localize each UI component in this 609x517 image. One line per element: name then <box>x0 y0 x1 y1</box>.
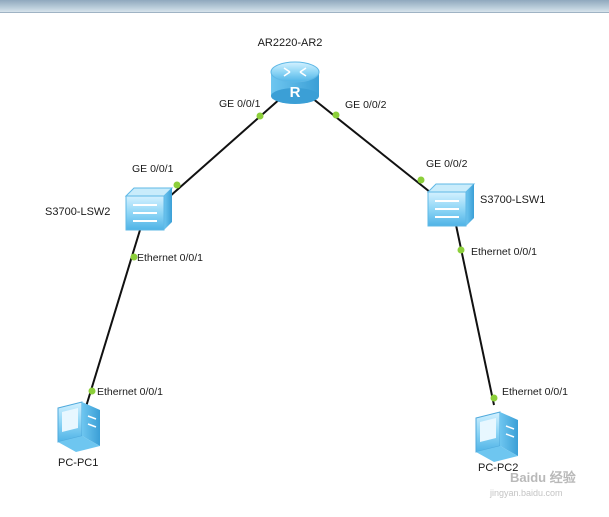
pc-icon <box>57 401 100 452</box>
link-router-lsw2[interactable] <box>159 89 291 206</box>
router-label: AR2220-AR2 <box>258 37 323 49</box>
switch-icon <box>426 183 476 227</box>
port-label-pc2-eth001: Ethernet 0/0/1 <box>502 386 568 398</box>
watermark: Baidu 经验 jingyan.baidu.com <box>489 470 577 498</box>
pc-pc1[interactable]: PC-PC1 <box>57 401 100 469</box>
switch-icon <box>124 187 174 231</box>
switch-label: S3700-LSW1 <box>480 194 545 206</box>
link-router-lsw1[interactable] <box>301 89 441 201</box>
link-lsw2-pc1[interactable] <box>84 229 141 411</box>
port-dot-ar2-ge001 <box>256 112 264 120</box>
pc-label: PC-PC1 <box>58 457 98 469</box>
watermark-subtext: jingyan.baidu.com <box>489 488 563 498</box>
router-ar2[interactable]: R AR2220-AR2 <box>258 37 323 104</box>
port-label-lsw2-ge001: GE 0/0/1 <box>132 163 174 175</box>
port-label-lsw1-eth001: Ethernet 0/0/1 <box>471 246 537 258</box>
port-dot-lsw2-eth001 <box>130 253 138 261</box>
port-dots <box>88 111 498 402</box>
router-icon: R <box>270 61 320 104</box>
port-label-pc1-eth001: Ethernet 0/0/1 <box>97 386 163 398</box>
port-label-lsw2-eth001: Ethernet 0/0/1 <box>137 252 203 264</box>
link-lsw1-pc2[interactable] <box>455 224 495 406</box>
port-labels: GE 0/0/1 GE 0/0/1 GE 0/0/2 GE 0/0/2 Ethe… <box>97 98 568 398</box>
port-dot-ar2-ge002 <box>332 111 340 119</box>
port-label-ar2-ge002: GE 0/0/2 <box>345 99 387 111</box>
port-dot-lsw1-eth001 <box>457 246 465 254</box>
port-label-ar2-ge001: GE 0/0/1 <box>219 98 261 110</box>
port-dot-lsw2-ge001 <box>173 181 181 189</box>
router-glyph: R <box>290 84 301 101</box>
pc-pc2[interactable]: PC-PC2 <box>475 411 518 474</box>
pc-label: PC-PC2 <box>478 462 518 474</box>
switch-label: S3700-LSW2 <box>45 206 110 218</box>
port-label-lsw1-ge002: GE 0/0/2 <box>426 158 468 170</box>
switch-lsw1[interactable]: S3700-LSW1 <box>426 183 545 227</box>
pc-icon <box>475 411 518 462</box>
port-dot-pc1-eth001 <box>88 387 96 395</box>
watermark-text: Baidu 经验 <box>510 470 577 485</box>
port-dot-lsw1-ge002 <box>417 176 425 184</box>
port-dot-pc2-eth001 <box>490 394 498 402</box>
links <box>84 89 495 411</box>
window-title-bar <box>0 0 609 13</box>
switch-lsw2[interactable]: S3700-LSW2 <box>45 187 174 231</box>
